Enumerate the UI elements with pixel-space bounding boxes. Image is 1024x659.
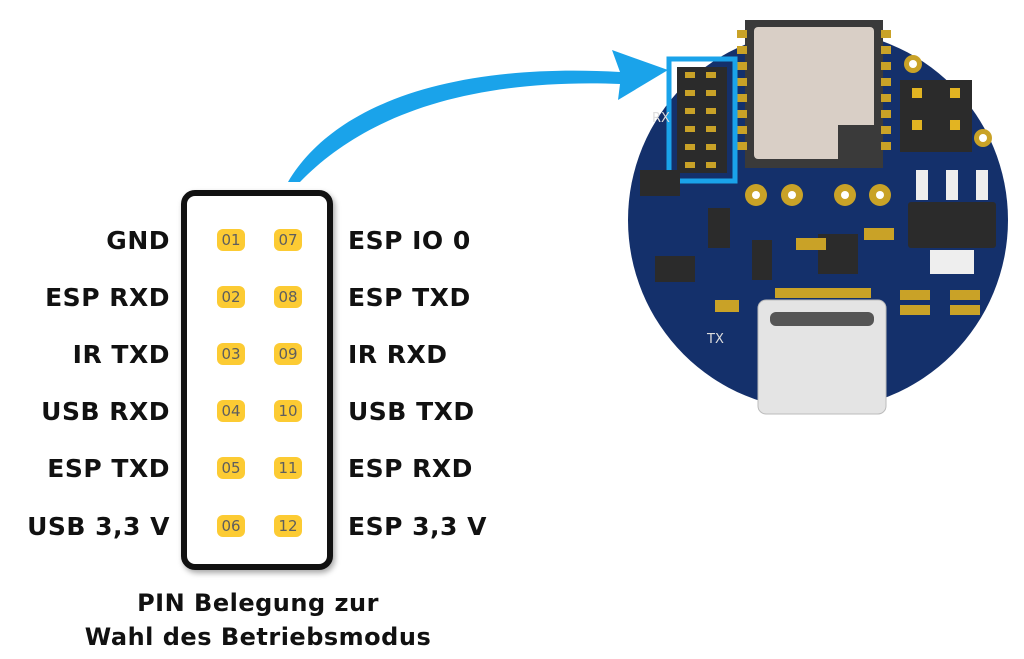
- pin-label-right: USB TXD: [348, 397, 475, 426]
- pin-label-left: IR TXD: [72, 340, 170, 369]
- arrow-icon: [288, 50, 668, 182]
- pin-label-right: ESP 3,3 V: [348, 512, 487, 541]
- pin-label-right: ESP TXD: [348, 283, 471, 312]
- pin-badge: 02: [217, 286, 245, 308]
- tx-silkscreen: TX: [706, 332, 724, 347]
- pin-label-left: ESP TXD: [47, 454, 170, 483]
- pin-badge: 03: [217, 343, 245, 365]
- pin-label-left: USB RXD: [41, 397, 170, 426]
- pin-badge: 01: [217, 229, 245, 251]
- pin-label-left: USB 3,3 V: [27, 512, 170, 541]
- pin-label-left: GND: [106, 226, 170, 255]
- pin-label-right: IR RXD: [348, 340, 448, 369]
- pin-badge: 04: [217, 400, 245, 422]
- pin-badge: 07: [274, 229, 302, 251]
- esp-module: [737, 20, 891, 168]
- pin-label-right: ESP IO 0: [348, 226, 471, 255]
- pin-badge: 08: [274, 286, 302, 308]
- caption-line-1: PIN Belegung zur: [137, 589, 379, 617]
- pin-badge: 10: [274, 400, 302, 422]
- pin-header-diagram: [181, 190, 333, 570]
- pin-badge: 06: [217, 515, 245, 537]
- pin-header-highlight: [666, 56, 738, 184]
- jumper-header: [900, 80, 972, 152]
- usb-c-connector: [757, 299, 887, 415]
- pin-badge: 09: [274, 343, 302, 365]
- pin-badge: 11: [274, 457, 302, 479]
- diagram-caption: PIN Belegung zur Wahl des Betriebsmodus: [40, 586, 476, 654]
- pin-badge: 05: [217, 457, 245, 479]
- pin-header-pins: [685, 72, 716, 168]
- rx-silkscreen: RX: [652, 111, 670, 126]
- pin-label-left: ESP RXD: [45, 283, 170, 312]
- pin-badge: 12: [274, 515, 302, 537]
- caption-line-2: Wahl des Betriebsmodus: [84, 623, 432, 651]
- pin-label-right: ESP RXD: [348, 454, 473, 483]
